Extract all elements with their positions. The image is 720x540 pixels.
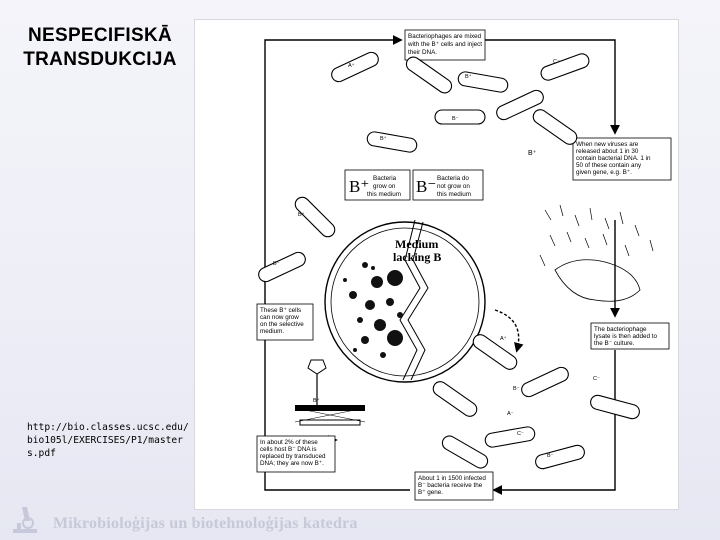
svg-text:A⁺: A⁺ [500,335,507,342]
svg-text:on the selective: on the selective [260,321,304,328]
note-2-percent: In about 2% of these cells host B⁻ DNA i… [256,435,336,473]
note-lysate-added: The bacteriophage lysate is then added t… [590,322,670,350]
svg-text:B⁺: B⁺ [349,177,369,196]
department-footer: Mikrobioloģijas un biotehnoloģijas kated… [53,515,358,532]
bacterial-colonies [343,262,403,358]
svg-text:Medium: Medium [395,237,438,251]
svg-text:When new viruses are: When new viruses are [576,141,639,148]
svg-text:contain bacterial DNA. 1 in: contain bacterial DNA. 1 in [576,155,651,162]
note-line: Bacteriophages are mixed [408,33,482,40]
note-new-viruses: When new viruses are released about 1 in… [572,137,672,181]
svg-text:with the B⁺ cells and inject: with the B⁺ cells and inject [407,41,482,48]
transduction-diagram: Bacteriophages are mixed with the B⁺ cel… [256,29,672,501]
svg-text:this medium: this medium [367,191,401,198]
bacteria-cells [258,51,640,470]
svg-text:lysate is then added to: lysate is then added to [594,333,658,340]
svg-text:grow on: grow on [373,183,396,190]
svg-text:B⁻: B⁻ [452,116,459,122]
note-line: with the B⁺ cells and inject [407,41,482,48]
svg-text:not grow on: not grow on [437,183,470,190]
svg-text:B⁺: B⁺ [298,211,305,218]
note-1-in-1500: About 1 in 1500 infected B⁻ bacteria rec… [414,471,494,501]
svg-text:DNA; they are now B⁺.: DNA; they are now B⁺. [260,460,324,467]
svg-text:B⁻: B⁻ [513,386,520,392]
svg-text:cells host B⁻ DNA is: cells host B⁻ DNA is [260,446,317,453]
legend-b-minus: B⁻ Bacteria do not grow on this medium [412,169,484,201]
slide-title: NESPECIFISKĀ TRANSDUKCIJA [10,24,190,72]
svg-text:this medium: this medium [437,191,471,198]
svg-text:B⁺: B⁺ [313,397,320,404]
phage-burst-region [539,204,654,302]
svg-text:C⁻: C⁻ [553,59,560,65]
svg-text:their DNA.: their DNA. [408,49,437,56]
svg-text:given gene, e.g. B⁺.: given gene, e.g. B⁺. [576,169,632,176]
svg-text:replaced by transduced: replaced by transduced [260,453,326,460]
svg-text:B⁺: B⁺ [380,135,387,142]
legend-b-plus: B⁺ Bacteria grow on this medium [344,169,411,201]
svg-text:B⁻: B⁻ [416,177,436,196]
svg-text:B⁺: B⁺ [465,73,472,80]
svg-text:the B⁻ culture.: the B⁻ culture. [594,340,635,347]
microscope-logo-icon [13,507,37,533]
title-line-1: NESPECIFISKĀ [27,25,172,46]
svg-text:A⁺: A⁺ [348,62,355,69]
title-line-2: TRANSDUKCIJA [23,49,177,70]
transduction-figure: Bacteriophages are mixed with the B⁺ cel… [195,20,678,509]
petri-dish: Medium lacking B [324,219,486,383]
transduction-inset [294,359,366,426]
source-url[interactable]: http://bio.classes.ucsc.edu/bio105l/EXER… [27,422,189,459]
svg-text:C⁻: C⁻ [517,431,524,437]
svg-text:medium.: medium. [260,328,284,335]
note-selective-medium: These B⁺ cells can now grow on the selec… [256,303,314,341]
svg-text:The bacteriophage: The bacteriophage [594,326,647,333]
svg-text:B⁻: B⁻ [273,261,280,267]
svg-text:B⁺ gene.: B⁺ gene. [418,489,443,496]
svg-text:These B⁺ cells: These B⁺ cells [260,307,301,314]
note-bacteriophages-mixed: Bacteriophages are mixed with the B⁺ cel… [404,29,486,61]
gene-labels: A⁺ B⁺ C⁻ B⁻ B⁺ B⁺ B⁻ B⁺ A⁺ B⁻ C⁻ A⁻ C⁻ B… [273,59,600,459]
note-line: their DNA. [408,49,437,56]
svg-text:released about 1 in 30: released about 1 in 30 [576,148,639,155]
svg-text:Bacteriophages are mixed: Bacteriophages are mixed [408,33,482,40]
svg-text:Bacteria: Bacteria [373,175,397,182]
svg-text:B⁻: B⁻ [547,453,554,459]
svg-text:50 of these contain any: 50 of these contain any [576,162,642,169]
svg-text:In about 2% of these: In about 2% of these [260,439,318,446]
svg-text:lacking B: lacking B [393,250,441,264]
svg-text:A⁻: A⁻ [507,411,514,417]
svg-text:B⁺: B⁺ [528,150,537,157]
svg-text:Bacteria do: Bacteria do [437,175,469,182]
svg-text:C⁻: C⁻ [593,376,600,382]
svg-text:About 1 in 1500 infected: About 1 in 1500 infected [418,475,486,482]
svg-text:B⁻ bacteria receive the: B⁻ bacteria receive the [418,482,483,489]
svg-text:can now grow: can now grow [260,314,299,321]
